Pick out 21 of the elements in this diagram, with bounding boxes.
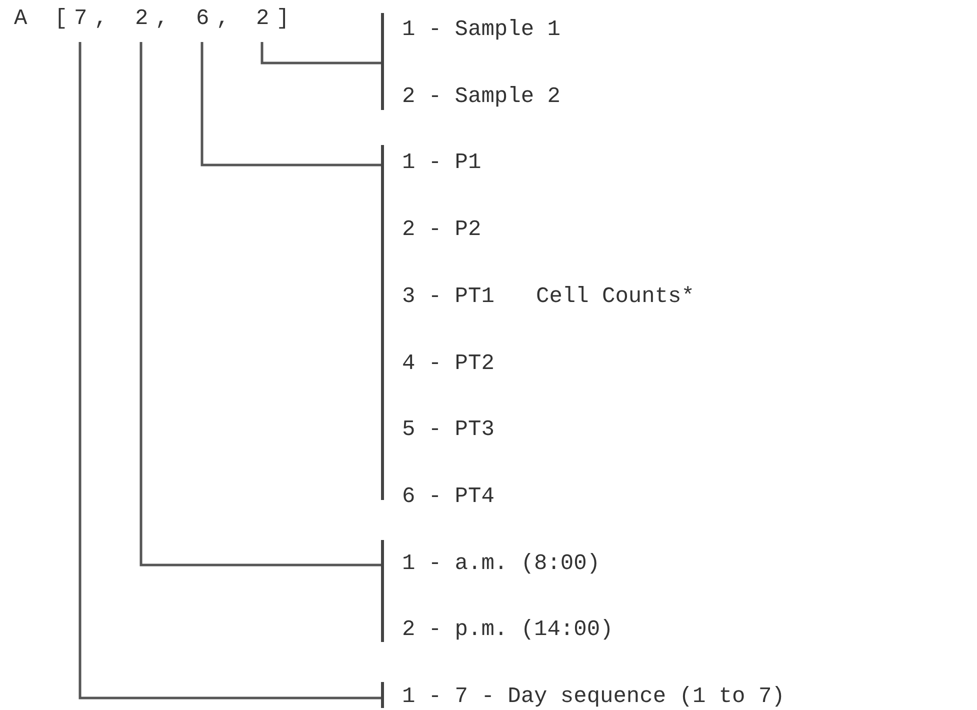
dimension-value: 7,: [74, 6, 114, 32]
connector-line: [78, 42, 381, 700]
list-item: 1 - Sample 1: [402, 17, 560, 43]
list-item: 5 - PT3: [402, 417, 494, 444]
array-name-label: A [: [14, 6, 75, 32]
list-item: 2 - Sample 2: [402, 84, 560, 110]
list-item: 2 - p.m. (14:00): [402, 617, 614, 644]
dimension-value: 2,: [135, 6, 176, 32]
list-item: 4 - PT2: [402, 350, 494, 376]
list-item: 1 - 7 - Day sequence (1 to 7): [402, 684, 785, 710]
connector-line: [200, 42, 381, 166]
annotation-label: Cell Counts*: [536, 284, 694, 310]
list-item: 1 - a.m. (8:00): [402, 550, 600, 577]
connector-line: [140, 42, 381, 566]
list-item: 1 - P1: [402, 150, 482, 176]
list-item: 3 - PT1: [402, 284, 494, 310]
list-item: 2 - P2: [402, 217, 482, 244]
connector-line: [260, 42, 381, 64]
list-item: 6 - PT4: [402, 484, 494, 510]
dimension-value: 6,: [196, 6, 236, 32]
dimension-value: 2]: [256, 6, 296, 32]
